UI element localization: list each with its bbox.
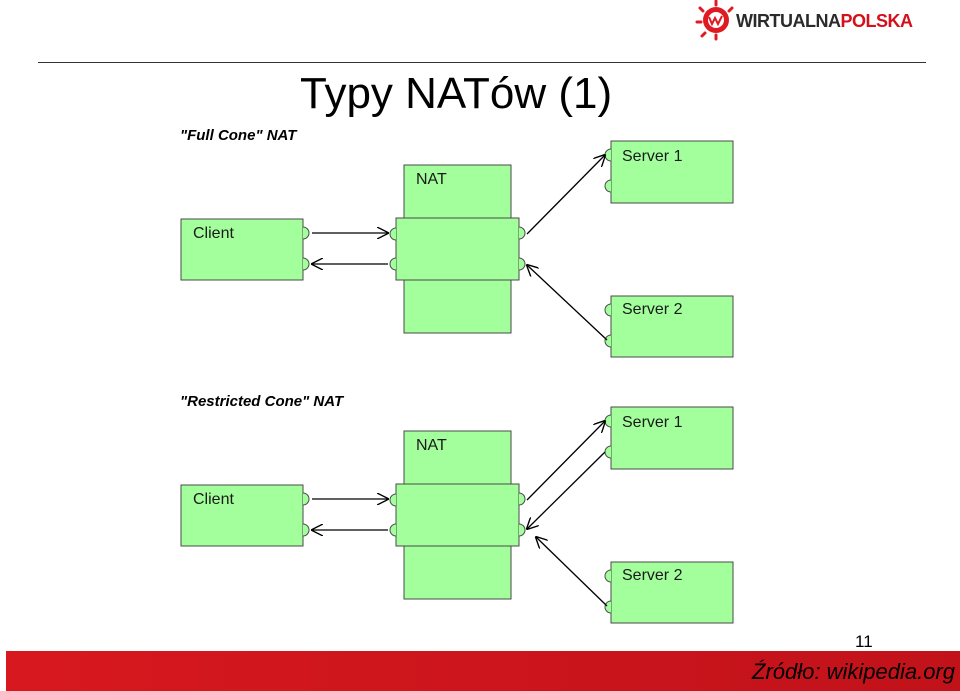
server2-label: Server 2 — [622, 301, 683, 318]
diagram-heading-full-cone: "Full Cone" NAT — [180, 127, 297, 144]
client-label: Client — [193, 225, 234, 242]
client-label: Client — [193, 491, 234, 508]
header-rule — [38, 62, 926, 63]
server2-label: Server 2 — [622, 567, 683, 584]
footer-bar — [6, 651, 960, 691]
connection-arrows — [312, 421, 608, 607]
nat-box: NAT — [389, 430, 526, 600]
server1-box: Server 1 — [604, 406, 734, 470]
connection-arrows — [312, 155, 608, 341]
nat-box: NAT — [389, 164, 526, 334]
sun-icon — [695, 0, 734, 41]
server2-box: Server 2 — [604, 295, 734, 358]
client-box: Client — [180, 484, 310, 547]
diagram-restricted-cone: Client NAT Server 1 Server 2 — [180, 406, 734, 624]
server1-box: Server 1 — [604, 140, 734, 204]
page-number: 11 — [855, 632, 873, 651]
logo-text: WIRTUALNAPOLSKA — [736, 11, 913, 31]
page-title: Typy NATów (1) — [300, 69, 613, 118]
nat-label: NAT — [416, 171, 447, 188]
wirtualnapolska-logo — [695, 0, 734, 41]
server2-box: Server 2 — [604, 561, 734, 624]
server1-label: Server 1 — [622, 148, 683, 165]
client-box: Client — [180, 218, 310, 281]
source-credit: Źródło: wikipedia.org — [752, 659, 955, 684]
diagram-full-cone: Client NAT Server 1 Server 2 — [180, 140, 734, 358]
diagram-heading-restricted-cone: "Restricted Cone" NAT — [180, 393, 344, 410]
nat-label: NAT — [416, 437, 447, 454]
server1-label: Server 1 — [622, 414, 683, 431]
